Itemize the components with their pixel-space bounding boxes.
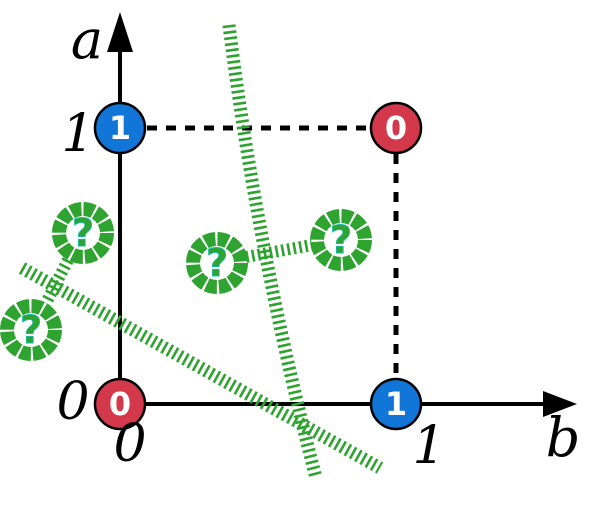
x-axis-tick-1: 1: [412, 416, 445, 476]
x-axis-tick-0: 0: [113, 414, 146, 474]
data-point-value: 1: [385, 385, 407, 423]
unknown-point-circle: [310, 209, 372, 271]
data-point-b1-a1: [369, 101, 423, 155]
data-point-value: 0: [385, 109, 407, 147]
data-point-b0-a0: [93, 377, 147, 431]
data-point-b1-a0: [369, 377, 423, 431]
x-axis-arrow: [543, 391, 577, 417]
unknown-link-center: [244, 239, 314, 263]
unknown-point-circle: [52, 202, 114, 264]
unknown-point-label: ?: [330, 218, 352, 262]
unknown-point-label: ?: [20, 308, 42, 352]
data-point-value: 1: [109, 109, 131, 147]
unknown-point-label: ?: [206, 241, 228, 285]
unknown-point-circle: [186, 232, 248, 294]
unknown-point-circle: [0, 299, 62, 361]
unknown-point-label: ?: [72, 211, 94, 255]
y-axis-label: a: [71, 8, 103, 71]
data-point-value: 0: [109, 385, 131, 423]
unknown-link-left: [40, 257, 74, 306]
decision-boundary-diagonal: [18, 262, 384, 474]
data-point-b0-a1: [93, 101, 147, 155]
y-axis-arrow: [107, 12, 133, 52]
x-axis-label: b: [546, 406, 581, 469]
y-axis-tick-0: 0: [56, 372, 89, 432]
y-axis-tick-1: 1: [61, 104, 94, 164]
